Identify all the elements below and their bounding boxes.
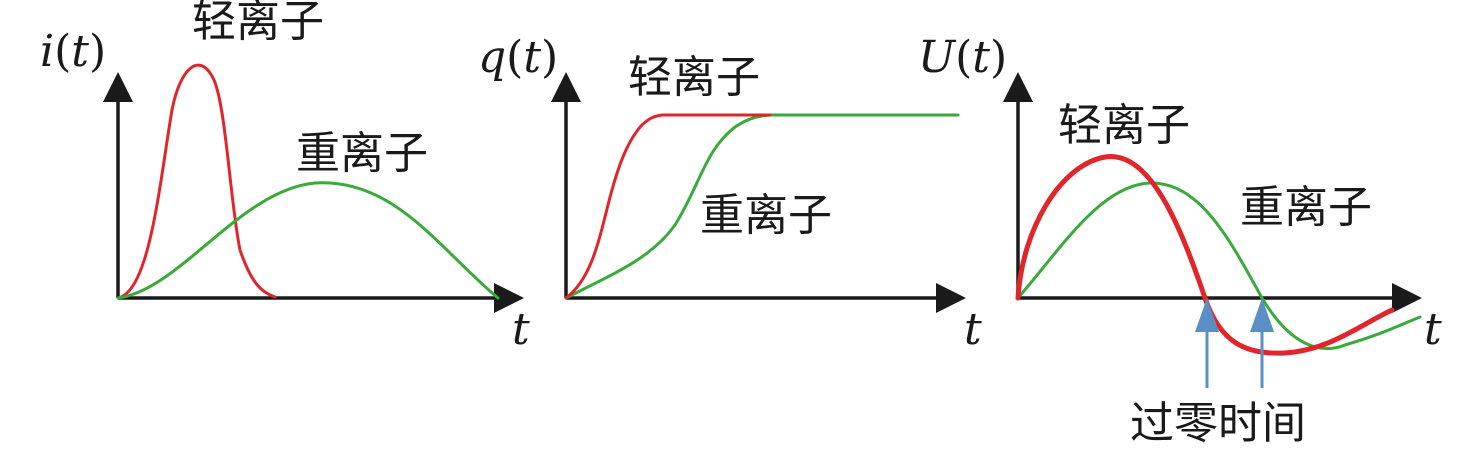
y-axis-label: i(t) — [40, 26, 106, 77]
heavy-ion-label: 重离子 — [700, 190, 832, 241]
x-axis-arrow — [936, 283, 966, 313]
x-axis-label: t — [1424, 304, 1442, 355]
light-ion-curve — [1015, 154, 1395, 356]
x-axis-arrow — [1392, 283, 1422, 313]
light-ion-curve — [564, 113, 772, 300]
panel-current: i(t) t 轻离子 重离子 — [40, 0, 530, 355]
y-axis-arrow — [551, 72, 581, 102]
y-axis-arrow — [1003, 72, 1033, 102]
heavy-ion-label: 重离子 — [296, 128, 428, 179]
x-axis-label: t — [512, 304, 530, 355]
y-axis-label: U(t) — [918, 32, 1007, 83]
zero-cross-arrowhead-light — [1195, 298, 1219, 332]
light-ion-label: 轻离子 — [192, 0, 324, 47]
y-axis-label: q(t) — [478, 32, 558, 83]
x-axis-label: t — [964, 304, 982, 355]
panel-voltage: U(t) t 轻离子 重离子 过零时间 — [918, 32, 1442, 449]
light-ion-curve — [116, 63, 277, 300]
heavy-ion-curve — [1016, 181, 1422, 350]
heavy-ion-label: 重离子 — [1240, 182, 1372, 233]
y-axis-arrow — [103, 72, 133, 102]
x-axis-arrow — [494, 283, 524, 313]
zero-cross-arrowhead-heavy — [1250, 298, 1274, 332]
zero-cross-label: 过零时间 — [1130, 398, 1306, 449]
light-ion-label: 轻离子 — [1058, 100, 1190, 151]
heavy-ion-curve — [116, 181, 500, 300]
light-ion-label: 轻离子 — [628, 52, 760, 103]
heavy-ion-curve — [564, 113, 960, 300]
panel-charge: q(t) t 轻离子 重离子 — [478, 32, 982, 355]
